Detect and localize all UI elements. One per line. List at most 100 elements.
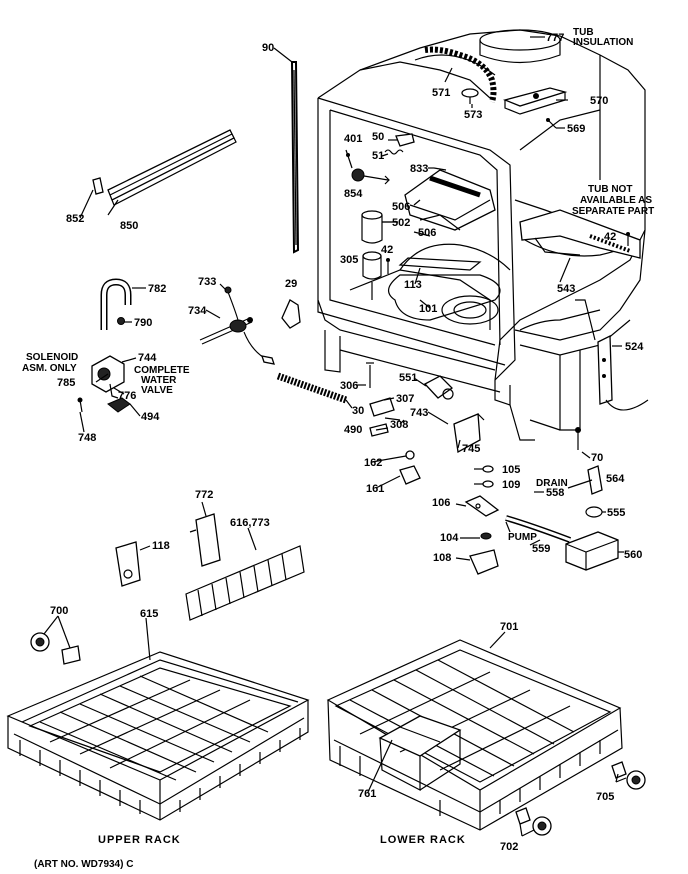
label-305: 305 xyxy=(340,254,358,266)
bracket-part-743 xyxy=(453,413,485,454)
lower-rack-part-701 xyxy=(326,639,623,831)
label-90: 90 xyxy=(262,42,274,54)
vent-hose-part-571 xyxy=(424,46,497,103)
label-113: 113 xyxy=(404,279,422,291)
label-790: 790 xyxy=(134,317,152,329)
label-776: 776 xyxy=(118,390,136,402)
label-854: 854 xyxy=(344,188,363,200)
label-564: 564 xyxy=(606,473,625,485)
leader-lines xyxy=(43,36,627,837)
label-tub-not-2: AVAILABLE AS xyxy=(580,195,652,206)
motor-part-161 xyxy=(399,465,421,485)
seal-part-564 xyxy=(587,465,603,495)
label-700: 700 xyxy=(50,605,68,617)
label-drain: DRAIN xyxy=(536,478,568,489)
label-782: 782 xyxy=(148,283,166,295)
label-tub-not-1: TUB NOT xyxy=(588,184,632,195)
label-complete-2: WATER xyxy=(141,375,177,386)
label-570: 570 xyxy=(590,95,608,107)
label-104: 104 xyxy=(440,532,459,544)
dispenser-assembly-part-506 xyxy=(404,169,496,231)
label-573: 573 xyxy=(464,109,482,121)
screw-part-42-left xyxy=(386,258,390,274)
cup-shelf-part-616-773 xyxy=(185,545,305,621)
plate-part-106 xyxy=(464,495,500,517)
label-complete-1: COMPLETE xyxy=(134,365,190,376)
label-118: 118 xyxy=(152,540,170,552)
label-748: 748 xyxy=(78,432,96,444)
label-42-right: 42 xyxy=(604,231,616,243)
screw-part-42-right xyxy=(626,232,630,246)
label-615: 615 xyxy=(140,608,158,620)
bracket-part-308 xyxy=(384,417,401,421)
wire-harness-part-734 xyxy=(199,291,275,365)
lower-rack-roller-part-702 xyxy=(515,807,552,836)
terminal-block-part-543 xyxy=(519,209,641,259)
label-551: 551 xyxy=(399,372,417,384)
label-744: 744 xyxy=(138,352,157,364)
label-506-upper: 506 xyxy=(392,201,410,213)
label-733: 733 xyxy=(198,276,216,288)
label-571: 571 xyxy=(432,87,450,99)
label-705: 705 xyxy=(596,791,614,803)
clip-part-852 xyxy=(92,177,104,195)
washer-part-109 xyxy=(482,480,494,488)
label-777: 777 xyxy=(546,32,564,44)
pump-part-560 xyxy=(565,531,619,571)
label-785: 785 xyxy=(57,377,75,389)
rack-roller-part-700 xyxy=(30,632,81,665)
dispenser-lever-part-50 xyxy=(395,133,415,147)
label-401: 401 xyxy=(344,133,362,145)
label-105: 105 xyxy=(502,464,520,476)
spring-part-51 xyxy=(384,149,404,155)
label-101: 101 xyxy=(419,303,437,315)
label-852: 852 xyxy=(66,213,84,225)
housing-part-108 xyxy=(469,549,499,575)
label-307: 307 xyxy=(396,393,414,405)
dispenser-spring-part-401 xyxy=(345,149,353,169)
label-761: 761 xyxy=(358,788,376,800)
label-50: 50 xyxy=(372,131,384,143)
heater-element-part-30 xyxy=(276,372,348,404)
label-161: 161 xyxy=(366,483,384,495)
label-569: 569 xyxy=(567,123,585,135)
clamp-part-790 xyxy=(117,317,125,325)
label-51: 51 xyxy=(372,150,384,162)
label-543: 543 xyxy=(557,283,575,295)
label-complete-3: VALVE xyxy=(141,385,173,396)
inlet-hose-part-782 xyxy=(100,278,132,330)
label-306: 306 xyxy=(340,380,358,392)
bracket-part-524 xyxy=(597,334,649,411)
lower-rack-roller-part-705 xyxy=(611,761,646,790)
washer-part-105 xyxy=(482,465,494,473)
label-702: 702 xyxy=(500,841,518,853)
bracket-part-29 xyxy=(281,299,301,329)
knob-part-854 xyxy=(351,168,390,185)
label-850: 850 xyxy=(120,220,138,232)
label-560: 560 xyxy=(624,549,642,561)
label-524: 524 xyxy=(625,341,644,353)
label-559: 559 xyxy=(532,543,550,555)
label-494: 494 xyxy=(141,411,160,423)
label-70: 70 xyxy=(591,452,603,464)
rail-part-850 xyxy=(107,129,237,206)
label-745: 745 xyxy=(462,443,480,455)
caption-lower-rack: LOWER RACK xyxy=(380,834,466,846)
valve-part-551 xyxy=(423,375,454,400)
label-tub-not-3: SEPARATE PART xyxy=(572,206,654,217)
label-308: 308 xyxy=(390,419,408,431)
caption-upper-rack: UPPER RACK xyxy=(98,834,181,846)
screw-part-569 xyxy=(546,118,557,129)
drain-hose-part-558 xyxy=(505,515,572,543)
fitting-part-162 xyxy=(405,450,415,460)
label-502: 502 xyxy=(392,217,410,229)
label-tub-insulation-1: TUB xyxy=(573,27,594,38)
art-number: (ART NO. WD7934) C xyxy=(34,859,133,870)
label-solenoid-1: SOLENOID xyxy=(26,352,78,363)
upper-rack-part-615 xyxy=(6,651,310,821)
pin-part-833 xyxy=(433,167,447,171)
screw-part-70 xyxy=(575,427,581,450)
label-108: 108 xyxy=(433,552,451,564)
actuator-part-305 xyxy=(362,251,382,300)
